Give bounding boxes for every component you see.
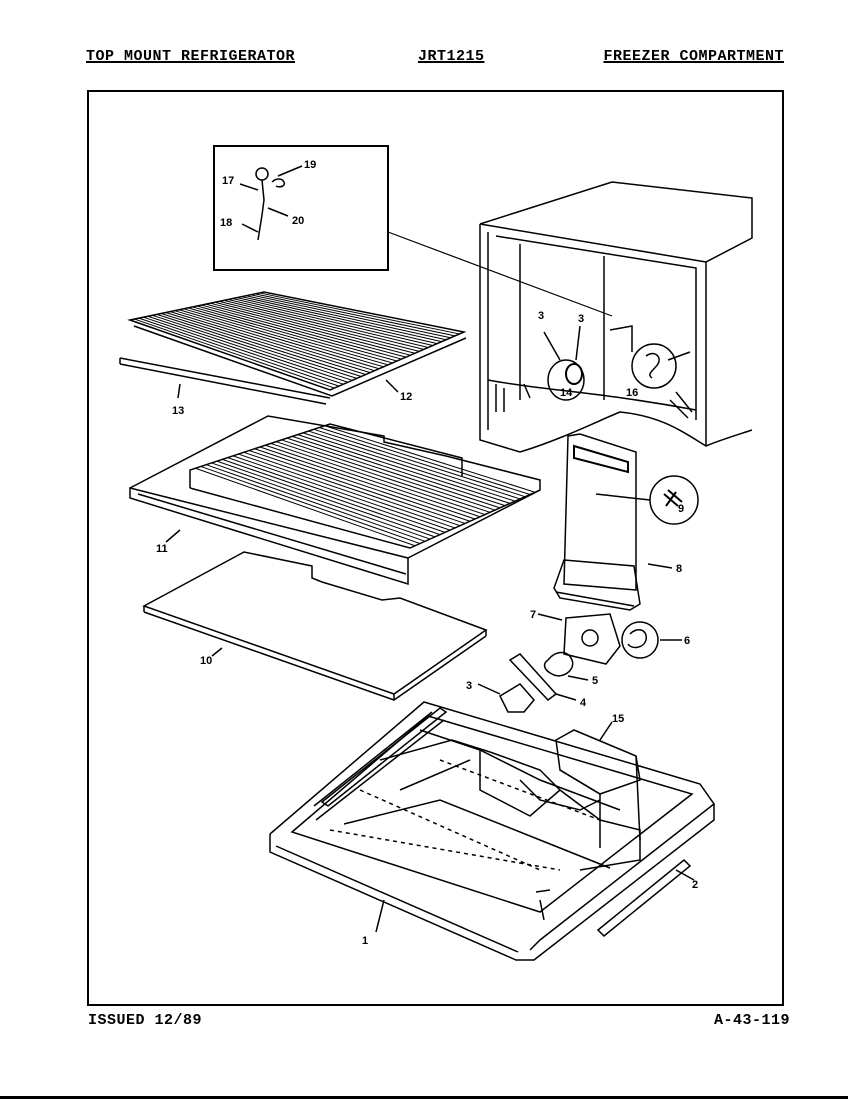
bottom-rule xyxy=(0,1096,848,1099)
callout-3-thermostat: 3 xyxy=(466,680,472,692)
tray-rib xyxy=(275,441,491,513)
callout-2: 2 xyxy=(692,879,698,891)
cabinet xyxy=(479,181,753,453)
tray-rib xyxy=(254,448,471,522)
callout-labels: 1 2 3 3 3 4 5 6 7 8 9 10 11 12 13 14 15 … xyxy=(156,159,698,947)
callout-13: 13 xyxy=(172,405,184,417)
footer-page-code: A-43-119 xyxy=(713,1012,790,1029)
wire-shelf xyxy=(119,291,467,405)
callout-4: 4 xyxy=(580,697,587,709)
tray-rib xyxy=(227,457,446,533)
diagram-frame xyxy=(87,90,784,1006)
tray-rib xyxy=(297,434,511,504)
shelf-wire xyxy=(237,297,438,345)
header-section-title: FREEZER COMPARTMENT xyxy=(603,48,784,65)
shelf-wire xyxy=(147,315,349,383)
leader-lines xyxy=(165,379,399,657)
shelf-wire xyxy=(219,300,420,352)
shelf-wire xyxy=(214,301,415,354)
shelf-wire xyxy=(259,292,460,335)
tray-rib xyxy=(281,439,496,511)
callout-11: 11 xyxy=(156,543,168,555)
callout-3-cabinet-b: 3 xyxy=(578,313,584,325)
shelf-wire xyxy=(138,317,340,387)
callout-15: 15 xyxy=(612,713,624,725)
tray-rib xyxy=(286,437,501,509)
shelf-wire xyxy=(246,295,447,341)
tray-rib xyxy=(205,464,426,542)
shelf-wire xyxy=(143,316,344,385)
tray-rib xyxy=(243,451,461,527)
fan-assembly xyxy=(477,613,682,713)
callout-14: 14 xyxy=(560,387,573,399)
header-model-number: JRT1215 xyxy=(418,48,485,65)
callout-17: 17 xyxy=(222,175,234,187)
tray-rib xyxy=(195,467,416,547)
shelf-wire xyxy=(201,304,402,360)
liner-sheet xyxy=(142,551,488,701)
callout-19: 19 xyxy=(304,159,316,171)
shelf-wire xyxy=(232,298,433,347)
inset-detail xyxy=(213,145,613,317)
shelf-wire xyxy=(134,318,335,389)
shelf-wire xyxy=(170,311,371,374)
tray-rib xyxy=(324,425,536,493)
callout-12: 12 xyxy=(400,391,412,403)
shelf-wire xyxy=(183,308,384,368)
shelf-wire xyxy=(241,296,442,343)
tray-rib xyxy=(308,430,521,500)
tray-rib xyxy=(232,455,451,531)
shelf-wire xyxy=(178,309,380,370)
tray-rib xyxy=(238,453,456,529)
tray-rib xyxy=(222,458,441,536)
shelf-wire xyxy=(210,302,411,356)
freezer-floor xyxy=(269,701,716,961)
shelf-wire xyxy=(165,312,366,376)
tray-rib xyxy=(270,442,486,516)
callout-18: 18 xyxy=(220,217,232,229)
callout-7: 7 xyxy=(530,609,536,621)
freezer-shelf xyxy=(129,415,541,586)
callout-10: 10 xyxy=(200,655,212,667)
tray-rib xyxy=(265,444,481,518)
callout-20: 20 xyxy=(292,215,304,227)
tray-rib xyxy=(200,465,421,545)
shelf-wire xyxy=(250,294,451,339)
tray-rib xyxy=(259,446,476,520)
callout-16: 16 xyxy=(626,387,638,399)
footer-issue-date: ISSUED 12/89 xyxy=(88,1012,203,1029)
shelf-wire xyxy=(192,306,393,364)
callout-6: 6 xyxy=(684,635,690,647)
shelf-wire xyxy=(228,298,429,348)
shelf-wire xyxy=(161,312,362,377)
shelf-wire xyxy=(254,293,456,337)
callout-9: 9 xyxy=(678,503,684,515)
callout-3-cabinet: 3 xyxy=(538,310,544,322)
shelf-wire xyxy=(223,299,424,350)
callout-1: 1 xyxy=(362,935,368,947)
tray-rib xyxy=(249,450,466,524)
tray-rib xyxy=(313,428,526,498)
tray-rib xyxy=(319,427,531,495)
header-model-type: TOP MOUNT REFRIGERATOR xyxy=(86,48,296,65)
tray-rib xyxy=(211,462,431,540)
tray-rib xyxy=(292,435,506,507)
shelf-wire xyxy=(187,307,389,366)
tray-rib xyxy=(302,432,516,502)
shelf-wire xyxy=(156,313,357,379)
callout-8: 8 xyxy=(676,563,682,575)
tray-rib xyxy=(216,460,436,538)
shelf-wire xyxy=(152,314,353,381)
shelf-wire xyxy=(174,310,375,372)
shelf-wire xyxy=(205,303,407,358)
callout-5: 5 xyxy=(592,675,598,687)
evaporator-cover xyxy=(553,433,699,611)
shelf-wire xyxy=(196,305,398,362)
